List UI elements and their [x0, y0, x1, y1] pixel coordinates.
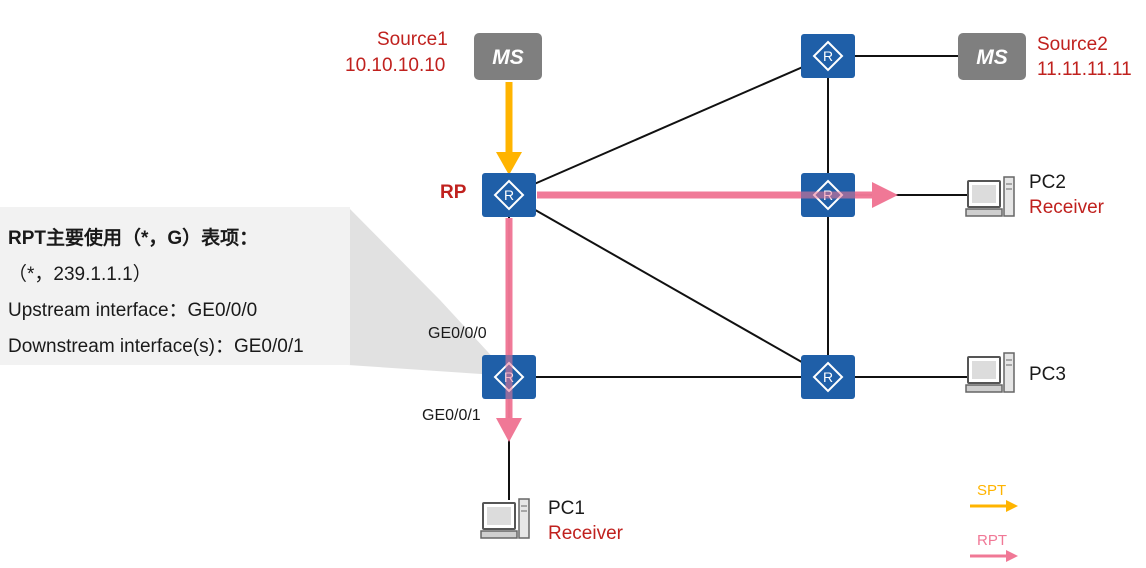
info-panel-downstream: Downstream interface(s)：GE0/0/1	[8, 336, 304, 357]
info-panel-entry: （*，239.1.1.1）	[8, 264, 152, 285]
source1-icon-text: MS	[492, 46, 524, 69]
pc2-computer-icon	[965, 176, 1015, 217]
legend-rpt-label: RPT	[977, 532, 1007, 549]
source1-server-icon: MS	[474, 33, 542, 80]
callout-pointer	[348, 207, 510, 376]
network-links	[508, 55, 1000, 500]
router-bottom-right-icon	[800, 354, 856, 400]
router-top-right-icon	[800, 33, 856, 79]
rp-label: RP	[440, 182, 467, 203]
upstream-interface-label: GE0/0/0	[428, 325, 487, 342]
legend-rpt-arrow	[970, 550, 1018, 562]
spt-arrow-source1-to-rp	[496, 82, 522, 175]
downstream-interface-label: GE0/0/1	[422, 407, 481, 424]
pc3-computer-icon	[965, 352, 1015, 393]
source1-ip-label: 10.10.10.10	[345, 55, 446, 76]
source2-name-label: Source2	[1037, 34, 1108, 55]
source1-name-label: Source1	[377, 29, 448, 50]
rp-router-icon	[481, 172, 537, 218]
pc2-name-label: PC2	[1029, 172, 1066, 193]
legend-spt-arrow	[970, 500, 1018, 512]
source2-ip-label: 11.11.11.11	[1037, 59, 1132, 80]
pc1-name-label: PC1	[548, 498, 585, 519]
source2-server-icon: MS	[958, 33, 1026, 80]
pc3-name-label: PC3	[1029, 364, 1066, 385]
legend-spt-label: SPT	[977, 482, 1007, 499]
rpt-info-panel: RPT主要使用（*，G）表项： （*，239.1.1.1） Upstream i…	[0, 207, 350, 365]
pc2-role-label: Receiver	[1029, 197, 1104, 218]
info-panel-upstream: Upstream interface：GE0/0/0	[8, 300, 258, 321]
pc1-computer-icon	[480, 498, 530, 539]
source2-icon-text: MS	[976, 46, 1008, 69]
info-panel-title: RPT主要使用（*，G）表项：	[8, 228, 259, 249]
link-rp-to-r4	[508, 194, 829, 378]
link-rp-to-r2	[508, 55, 829, 196]
pc1-role-label: Receiver	[548, 523, 623, 544]
